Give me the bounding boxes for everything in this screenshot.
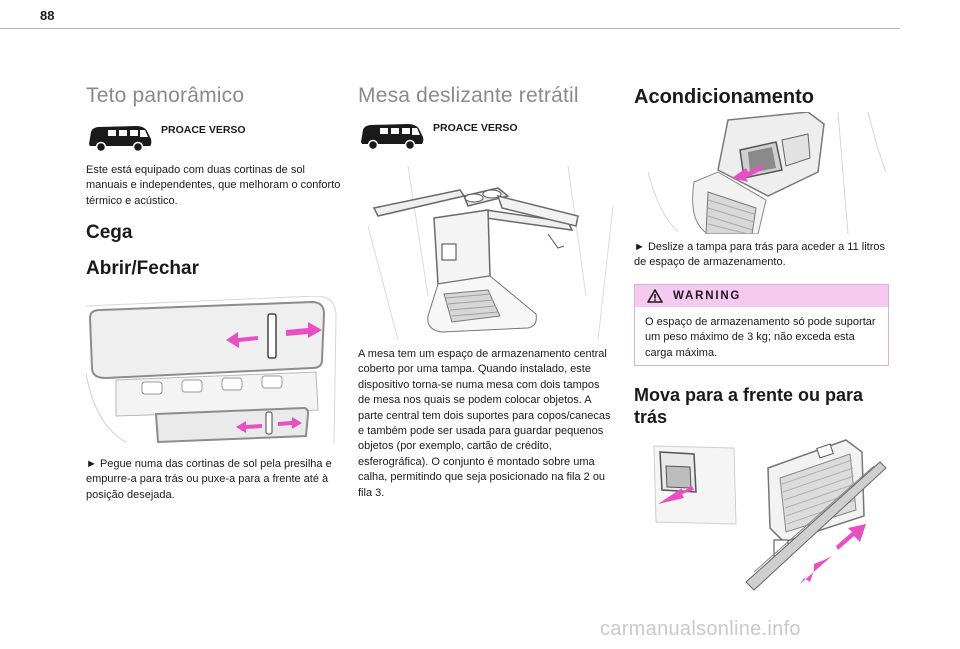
sunblind-illustration	[86, 296, 337, 444]
model-row: PROACE VERSO	[358, 120, 613, 154]
sliding-table-description: A mesa tem um espaço de armazenamento ce…	[358, 348, 611, 499]
storage-illustration	[648, 112, 886, 234]
model-label: PROACE VERSO	[161, 124, 246, 136]
intro-text: Este está equipado com duas cortinas de …	[86, 164, 341, 207]
warning-header: WARNING	[635, 285, 888, 307]
table-rail-illustration	[653, 439, 887, 591]
header-rule	[0, 28, 900, 29]
section-title-panoramic-roof: Teto panorâmico	[86, 84, 245, 107]
sunblind-instruction: ► Pegue numa das cortinas de sol pela pr…	[86, 458, 332, 501]
storage-instruction: ► Deslize a tampa para trás para aceder …	[634, 241, 885, 269]
subsection-heading-open-close: Abrir/Fechar	[86, 258, 199, 279]
van-icon	[89, 126, 152, 153]
model-row: PROACE VERSO	[86, 122, 341, 156]
warning-text: O espaço de armazenamento só pode suport…	[645, 316, 876, 359]
warning-title: WARNING	[673, 290, 742, 302]
model-label: PROACE VERSO	[433, 122, 518, 134]
sliding-table-illustration	[368, 166, 614, 340]
watermark: carmanualsonline.info	[600, 618, 801, 640]
van-icon	[361, 124, 424, 151]
column-panoramic-roof: Teto panorâmico PROACE VERSO	[86, 84, 341, 156]
section-heading-move-forward-back: Mova para a frente ou para trás	[634, 385, 864, 427]
warning-triangle-icon	[647, 289, 663, 303]
section-title-sliding-table: Mesa deslizante retrátil	[358, 84, 579, 107]
section-title-storage: Acondicionamento	[634, 86, 815, 108]
section-heading-cega: Cega	[86, 222, 133, 243]
warning-box: WARNING O espaço de armazenamento só pod…	[634, 284, 889, 366]
page-number: 88	[40, 8, 55, 23]
